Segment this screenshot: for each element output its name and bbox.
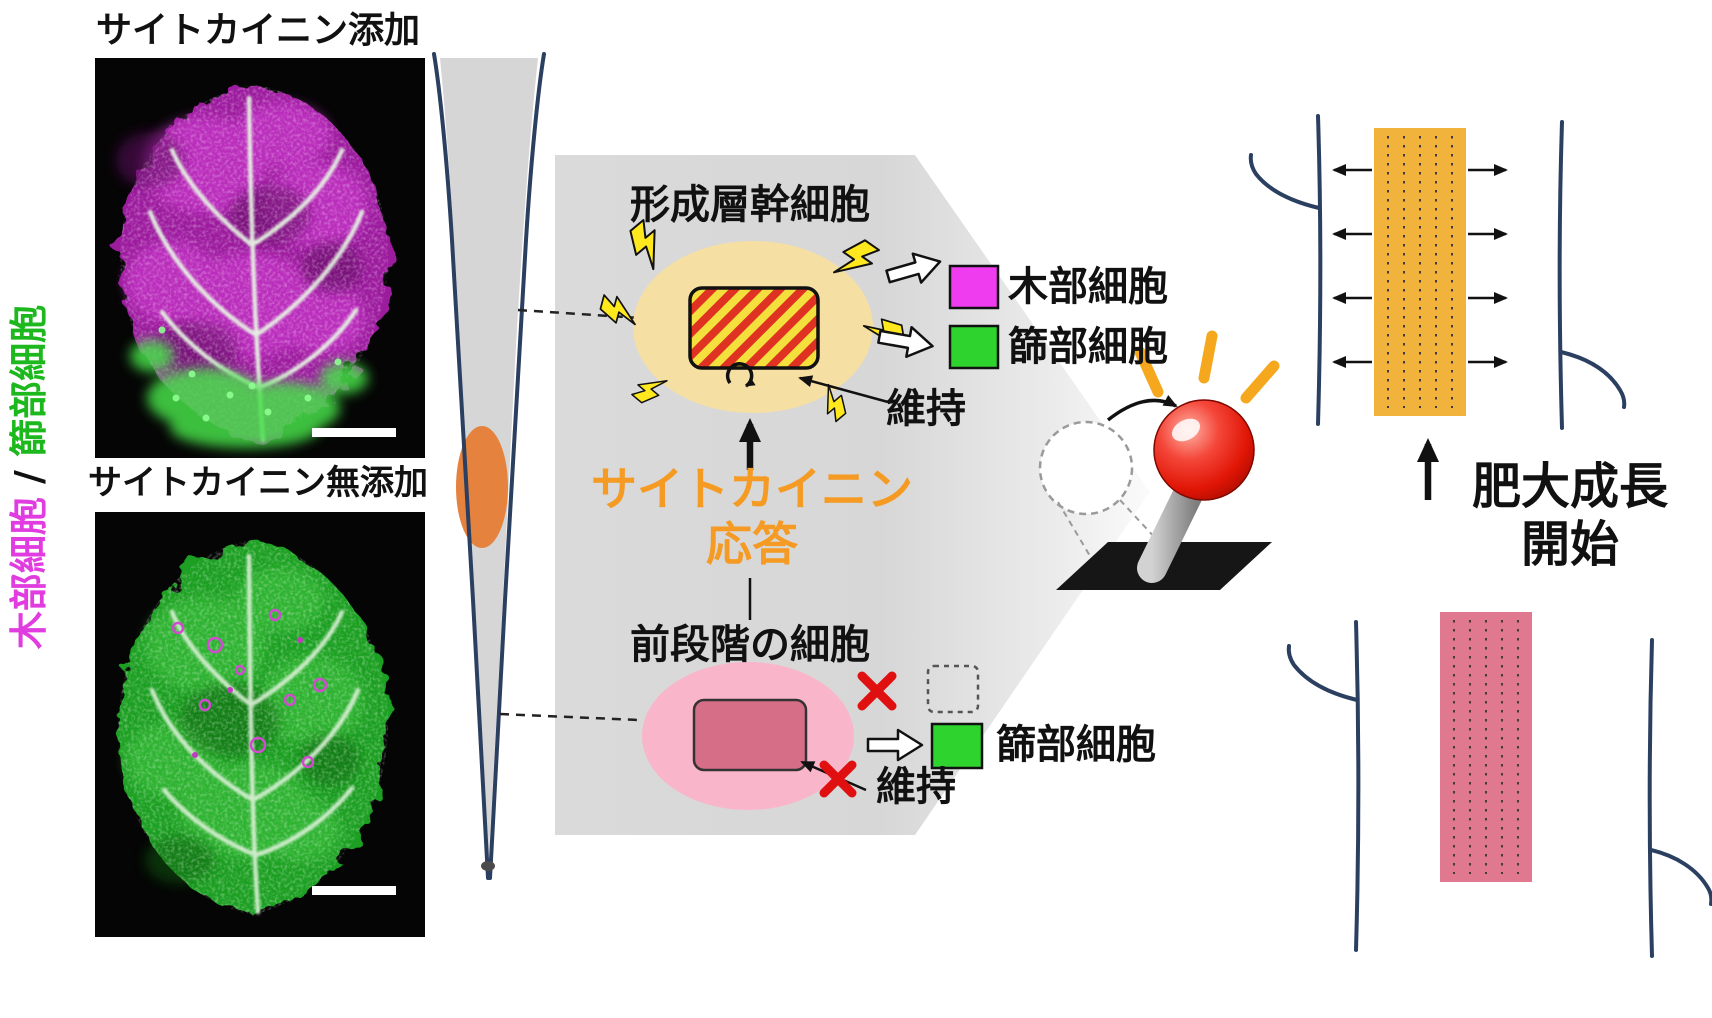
scale-bar	[312, 428, 396, 437]
switch-rays	[1134, 330, 1280, 404]
micrograph-cytokinin-added	[95, 58, 425, 458]
phloem-swatch-bottom	[930, 722, 984, 770]
switch-ghost-ball	[1038, 420, 1134, 516]
stem-cell-group	[597, 217, 906, 424]
xylem-cell-files	[1387, 136, 1453, 408]
scale-bar-bottom	[312, 886, 396, 895]
procambium-cell-files	[1453, 620, 1519, 874]
precursor-cell-group	[642, 662, 854, 810]
legend-phloem-bottom-label: 篩部細胞	[996, 722, 1156, 768]
maintain-top-pointer	[798, 375, 889, 404]
root-outline-left	[432, 52, 490, 880]
label-cytokinin-added: サイトカイニン添加	[95, 10, 420, 51]
xylem-swatch	[948, 264, 1000, 310]
root-tip	[481, 861, 495, 871]
phloem-signal-patches	[130, 340, 368, 448]
root-diagram	[432, 52, 546, 880]
maintain-bottom-label: 維持	[876, 764, 956, 810]
blocked-xylem-swatch	[926, 664, 980, 714]
micrograph-cytokinin-not-added	[95, 512, 425, 937]
dashed-connector-bottom	[499, 712, 639, 722]
cytokinin-response-line1: サイトカイニン	[591, 462, 913, 516]
switch-ghost-line	[1119, 499, 1171, 555]
precursor-cell-box	[692, 698, 808, 772]
stem-cell-box	[688, 286, 820, 370]
switch-ball-highlight	[1171, 418, 1201, 442]
phloem-dots	[158, 326, 342, 422]
legend-xylem-label: 木部細胞	[1008, 264, 1168, 310]
cross-icon	[819, 760, 857, 798]
expanded-stem-bottom	[1286, 612, 1712, 958]
micrograph-axis-label: 木部細胞 / 篩部細胞	[7, 262, 54, 692]
maintain-top-label: 維持	[886, 386, 966, 432]
axis-xylem-label: 木部細胞	[7, 497, 51, 650]
root-outline-right	[488, 52, 546, 880]
switch-toggle-arrow	[1106, 395, 1178, 422]
stem-walls-bottom	[1286, 620, 1712, 958]
xylem-speckles	[171, 608, 328, 769]
switch-icon	[1038, 330, 1280, 590]
label-cytokinin-not-added: サイトカイニン無添加	[88, 463, 428, 503]
phloem-swatch	[948, 324, 1000, 370]
growth-start-label: 肥大成長 開始	[1452, 458, 1688, 574]
growth-start-line2: 開始	[1520, 516, 1619, 573]
cross-icon	[857, 671, 897, 711]
growth-start-line1: 肥大成長	[1471, 458, 1668, 515]
xylem-dots	[192, 637, 303, 758]
precursor-title: 前段階の細胞	[630, 622, 870, 668]
micrograph-content-bottom	[118, 540, 389, 915]
expanded-stem-top	[1248, 114, 1627, 430]
expansion-arrows	[1332, 164, 1508, 368]
cytokinin-response-line2: 応答	[706, 517, 798, 571]
switch-ball	[1153, 399, 1255, 501]
axis-separator: /	[7, 456, 51, 498]
stem-cell-title: 形成層幹細胞	[630, 182, 870, 228]
legend-phloem-label: 篩部細胞	[1008, 324, 1168, 370]
stem-walls-top	[1248, 114, 1627, 430]
axis-phloem-label: 篩部細胞	[7, 304, 51, 457]
dashed-connector-top	[517, 308, 641, 320]
cytokinin-response-label: サイトカイニン 応答	[548, 462, 956, 572]
micrograph-content-top	[116, 85, 389, 448]
self-renewal-arrow-icon	[725, 362, 756, 388]
